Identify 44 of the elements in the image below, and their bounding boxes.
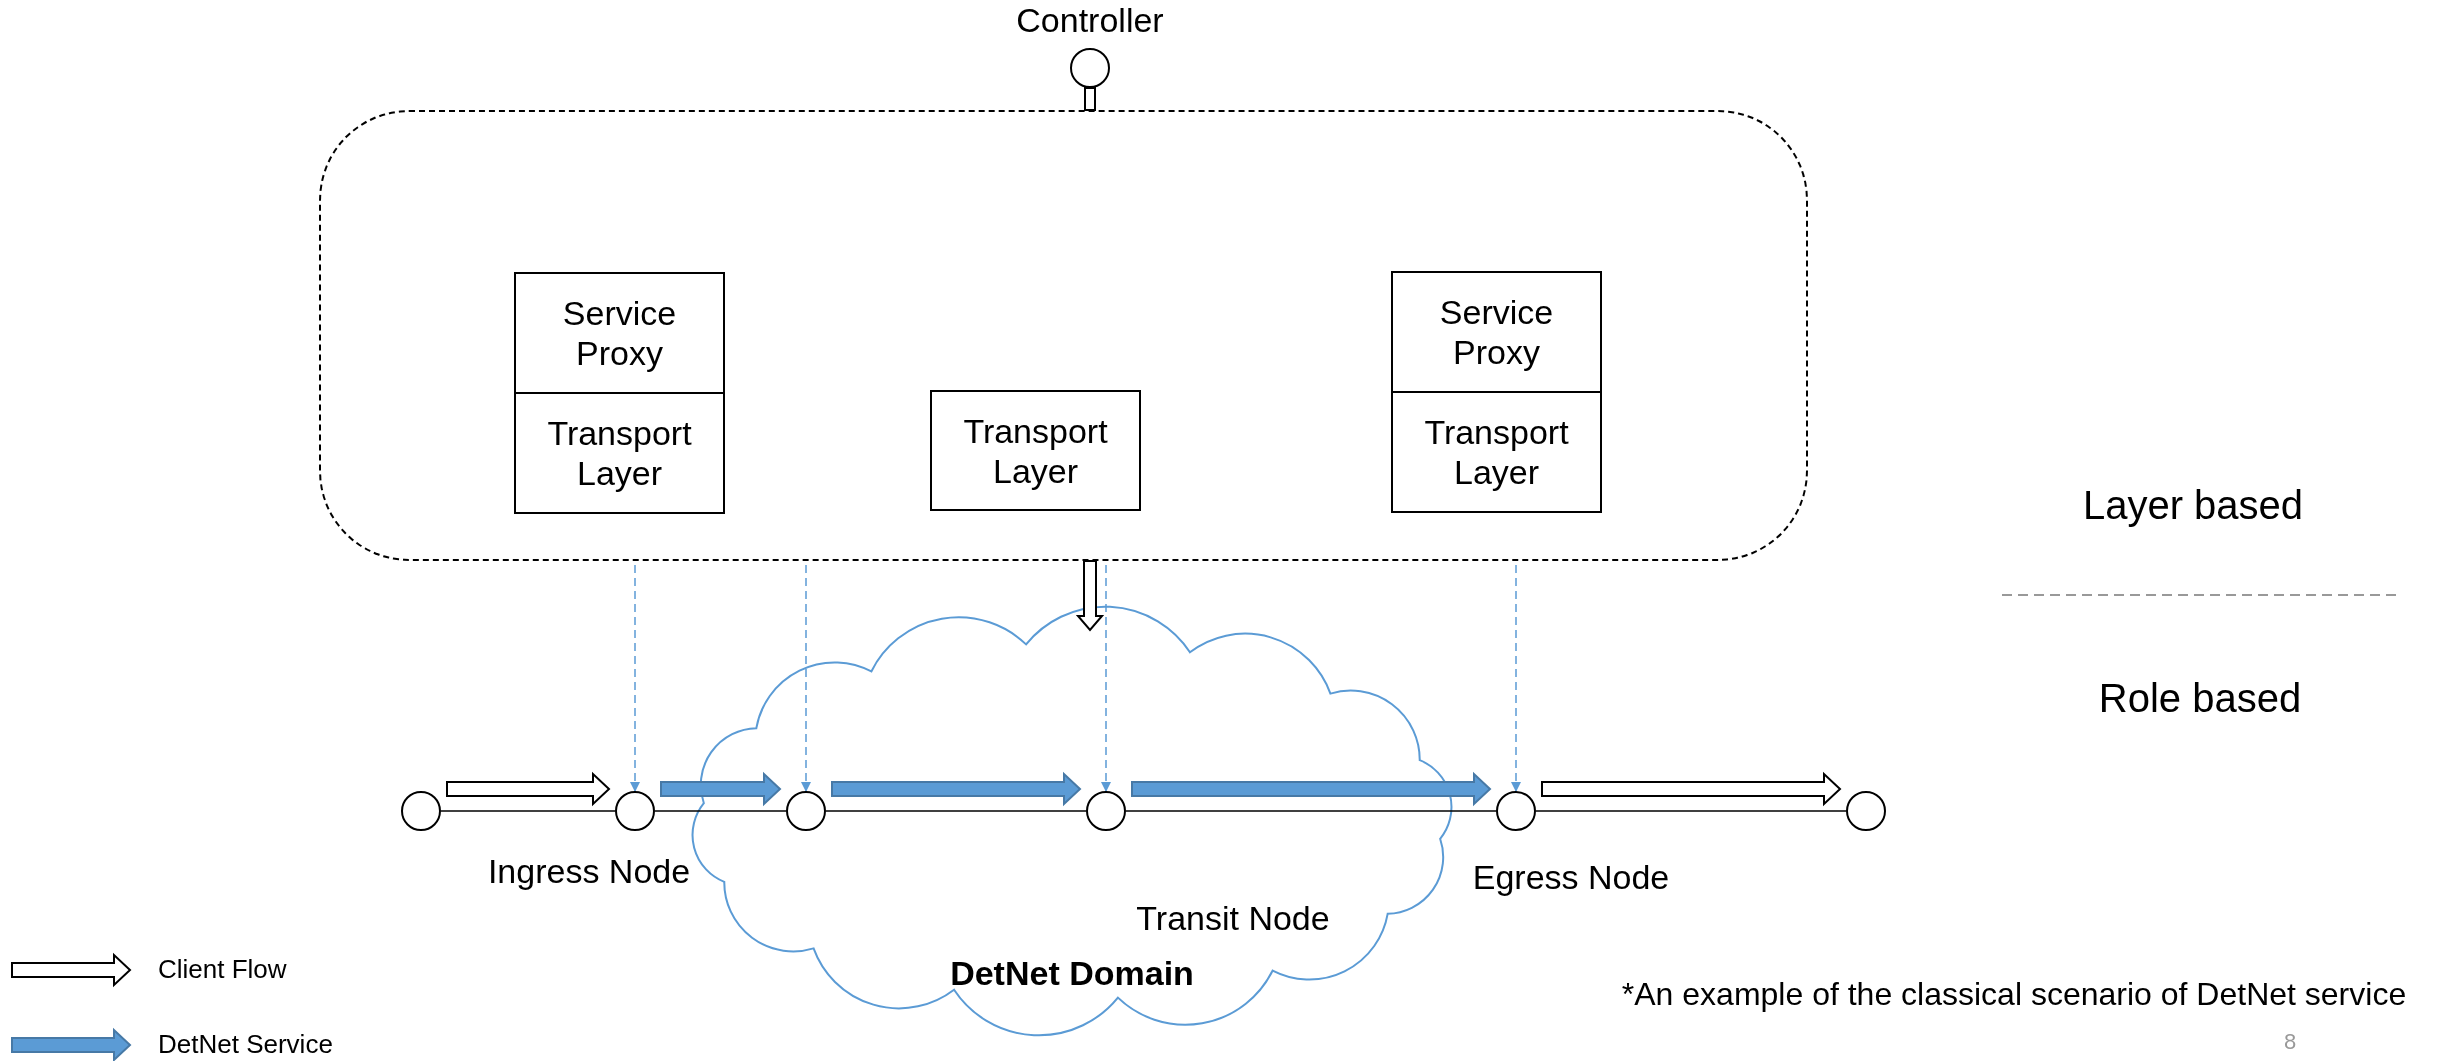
layer-box xyxy=(1391,271,1602,393)
layer-label: Service Proxy xyxy=(561,293,678,373)
legend-label: DetNet Service xyxy=(158,1028,333,1060)
layer-box xyxy=(514,272,725,394)
flow-arrow xyxy=(660,771,782,807)
connector-stub xyxy=(1084,87,1096,111)
layer-box xyxy=(514,392,725,514)
flow-arrow xyxy=(446,771,611,807)
layer-label: Transport Layer xyxy=(962,410,1109,491)
flow-arrow xyxy=(831,771,1082,807)
link-line xyxy=(440,810,616,812)
controller-label: Controller xyxy=(1016,0,1164,40)
node-circle xyxy=(615,791,655,831)
link-line xyxy=(1125,810,1497,812)
legend-label: Client Flow xyxy=(158,953,287,985)
layer-box xyxy=(930,390,1141,511)
dashed-arrow xyxy=(1510,564,1522,793)
node-circle xyxy=(786,791,826,831)
node-circle xyxy=(1086,791,1126,831)
dashed-arrow xyxy=(800,564,812,793)
dashed-frame xyxy=(319,110,1808,561)
link-line xyxy=(1535,810,1847,812)
flow-arrow xyxy=(1541,771,1842,807)
hollow-arrow xyxy=(1075,560,1105,632)
section-label: Role based xyxy=(2098,675,2302,722)
layer-label: Transport Layer xyxy=(1423,412,1570,492)
layer-box xyxy=(1391,391,1602,513)
flow-arrow xyxy=(1131,771,1492,807)
node-label: Egress Node xyxy=(1472,856,1670,898)
layer-label: Transport Layer xyxy=(546,413,693,493)
node-label: Transit Node xyxy=(1136,897,1330,939)
dashed-arrow xyxy=(629,564,641,793)
node-label: Ingress Node xyxy=(487,850,691,892)
dashed-arrow xyxy=(1100,564,1112,793)
page-number: 8 xyxy=(2283,1028,2297,1056)
domain-label: DetNet Domain xyxy=(950,953,1194,993)
footnote: *An example of the classical scenario of DetNet service xyxy=(1621,974,2407,1014)
link-line xyxy=(654,810,787,812)
node-circle xyxy=(1846,791,1886,831)
node-circle xyxy=(1496,791,1536,831)
node-circle xyxy=(401,791,441,831)
link-line xyxy=(825,810,1087,812)
section-label: Layer based xyxy=(2082,482,2304,529)
layer-label: Service Proxy xyxy=(1438,292,1555,372)
